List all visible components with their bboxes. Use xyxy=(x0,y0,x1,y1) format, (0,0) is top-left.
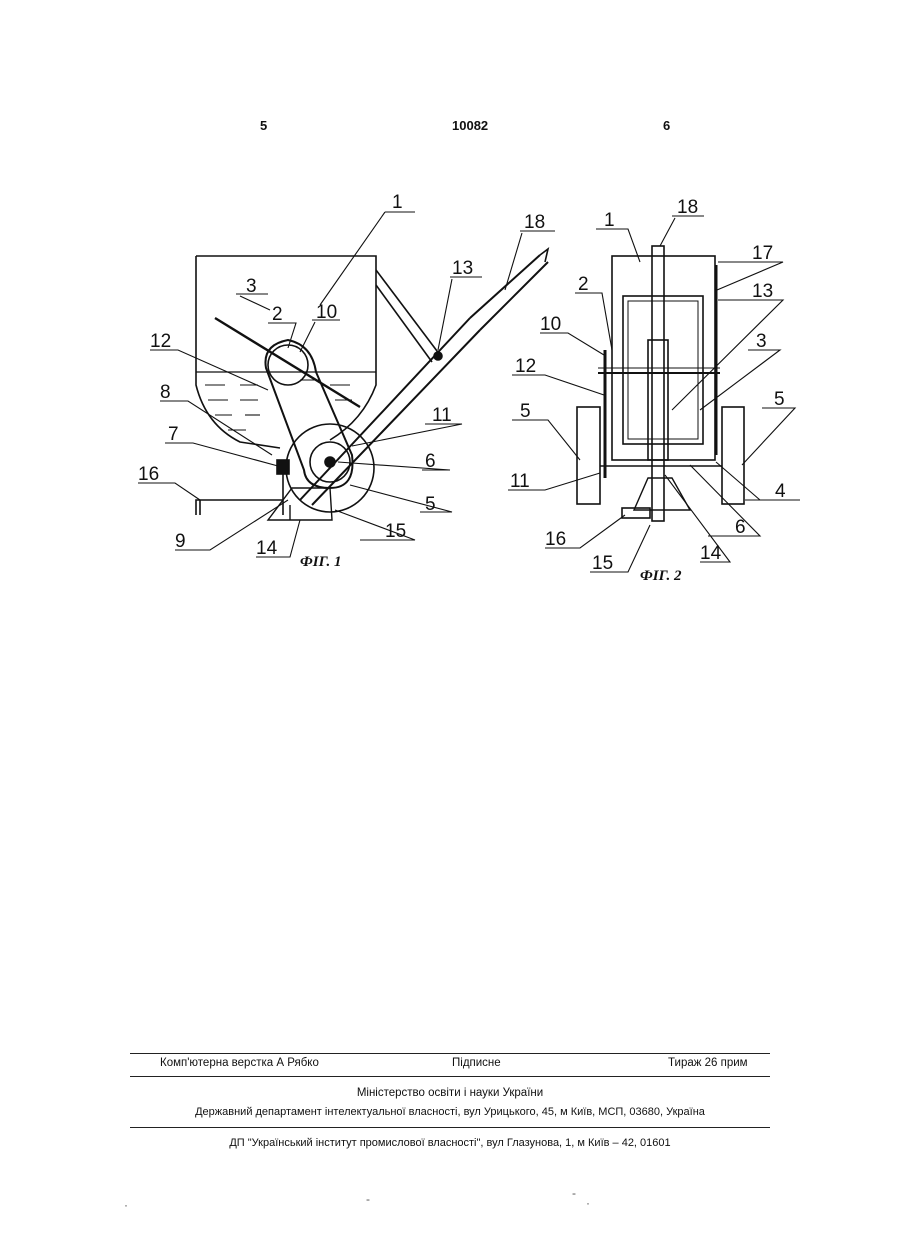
fig2-label-11: 11 xyxy=(510,471,530,492)
fig2-label-5a: 5 xyxy=(520,401,531,422)
fig2-label-12: 12 xyxy=(515,356,536,377)
fig1-label-7: 7 xyxy=(168,424,179,445)
fig2-label-16: 16 xyxy=(545,529,566,550)
fig2-label-6: 6 xyxy=(735,517,746,538)
layout-credit: Комп'ютерна верстка А Рябко xyxy=(160,1057,319,1069)
handle-grip xyxy=(540,249,548,262)
handle-pivot xyxy=(434,352,442,360)
fig2-label-17: 17 xyxy=(752,243,773,264)
signed-label: Підписне xyxy=(452,1057,501,1069)
rear-plate xyxy=(634,478,690,510)
ministry-line: Міністерство освіти і науки України xyxy=(130,1087,770,1099)
scan-speck-2: - xyxy=(366,1192,370,1206)
tank-window-outer xyxy=(623,296,703,444)
handle-rod-edge xyxy=(480,262,548,330)
fig1-label-10: 10 xyxy=(316,302,337,323)
fig1-label-5: 5 xyxy=(425,494,436,515)
spray-boom xyxy=(196,500,283,515)
tank-window-inner xyxy=(628,301,698,439)
imprint-top-rule xyxy=(130,1053,770,1054)
fig2-label-15: 15 xyxy=(592,553,613,574)
fig1-label-3: 3 xyxy=(246,276,257,297)
fig2-label-5b: 5 xyxy=(774,389,785,410)
fig1-label-16: 16 xyxy=(138,464,159,485)
fig1-label-12: 12 xyxy=(150,331,171,352)
patent-drawings: 1 3 2 10 12 13 18 8 11 7 6 16 5 9 14 15 … xyxy=(0,0,900,620)
fig2-label-13: 13 xyxy=(752,281,773,302)
fig1-label-15: 15 xyxy=(385,521,406,542)
fig1-label-9: 9 xyxy=(175,531,186,552)
scan-speck-1: · xyxy=(124,1198,128,1212)
pump-body xyxy=(277,460,289,474)
imprint-mid-rule xyxy=(130,1076,770,1077)
imprint-bottom-rule xyxy=(130,1127,770,1128)
left-wheel xyxy=(577,407,600,504)
hopper-brace-2 xyxy=(376,285,432,362)
fig2-label-1: 1 xyxy=(604,210,615,231)
fig1-label-8: 8 xyxy=(160,382,171,403)
fig2-label-14: 14 xyxy=(700,543,722,564)
handle-cylinder xyxy=(648,340,668,460)
department-line: Державний департамент інтелектуальної вл… xyxy=(130,1106,770,1118)
fig1-label-6: 6 xyxy=(425,451,436,472)
fig2-label-4: 4 xyxy=(775,481,786,502)
scan-speck-4: · xyxy=(586,1196,590,1210)
hopper-brace xyxy=(376,270,440,355)
agitator-blade xyxy=(215,318,360,407)
fig2-label-3: 3 xyxy=(756,331,767,352)
institute-line: ДП "Український інститут промислової вла… xyxy=(130,1137,770,1149)
fig1-label-14: 14 xyxy=(256,538,278,559)
right-wheel xyxy=(722,407,744,504)
fig1-label-1: 1 xyxy=(392,192,403,213)
fig1-label-2: 2 xyxy=(272,304,283,325)
circulation: Тираж 26 прим xyxy=(668,1057,748,1069)
figure-2 xyxy=(577,246,744,521)
handle-bar-upper xyxy=(312,330,480,505)
fig2-caption: ФІГ. 2 xyxy=(640,568,682,584)
fig2-label-10: 10 xyxy=(540,314,561,335)
scan-speck-3: - xyxy=(572,1186,576,1200)
fig1-caption: ФІГ. 1 xyxy=(300,554,342,570)
fig2-label-2: 2 xyxy=(578,274,589,295)
fig2-label-18: 18 xyxy=(677,197,698,218)
figure-2-leaders xyxy=(508,216,800,572)
handle-vertical xyxy=(652,246,664,521)
upper-pulley xyxy=(268,345,308,385)
fig1-label-11: 11 xyxy=(432,405,452,426)
fig1-label-18: 18 xyxy=(524,212,545,233)
fig1-label-13: 13 xyxy=(452,258,473,279)
handle-rod xyxy=(470,255,540,318)
imprint-row-1: Комп'ютерна верстка А Рябко Підписне Тир… xyxy=(130,1057,770,1073)
